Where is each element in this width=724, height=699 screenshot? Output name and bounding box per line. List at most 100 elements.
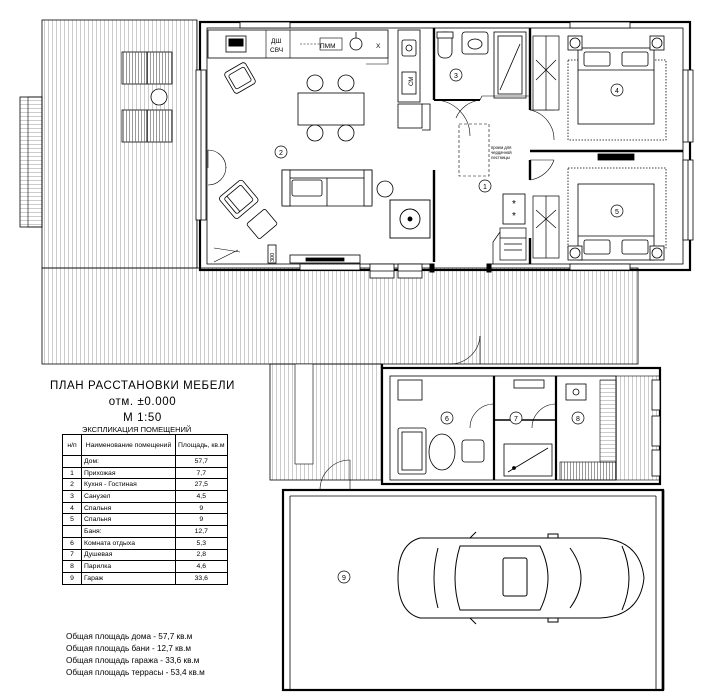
table-header-row: н/п Наименование помещений Площадь, кв.м	[62, 434, 228, 456]
table-cell: 9	[175, 513, 228, 527]
tv-cabinet	[267, 244, 361, 264]
table-cell: 5,3	[175, 536, 228, 550]
column-header: Наименование помещений	[81, 434, 176, 456]
car	[397, 531, 645, 625]
garage-walls	[281, 488, 665, 692]
door-swing	[433, 99, 555, 181]
svg-text:6: 6	[445, 416, 449, 423]
wardrobe	[492, 227, 527, 264]
door-swing	[207, 149, 227, 186]
sun-lounger	[121, 109, 173, 143]
room-marker: 9	[337, 570, 351, 584]
attic-note-line: лестницы	[491, 155, 510, 160]
table-cell: 4,6	[175, 560, 228, 573]
table-cell: Прихожая	[81, 466, 176, 480]
side-table	[150, 88, 168, 106]
sauna-stove	[565, 383, 587, 401]
cabinet	[369, 103, 431, 279]
room-marker: 8	[571, 411, 585, 425]
table-cell: 9	[175, 501, 228, 515]
room-marker: 5	[610, 204, 624, 218]
plan-level: отм. ±0.000	[108, 396, 177, 408]
table-cell: Парилка	[81, 560, 176, 573]
table-cell: 2,8	[175, 548, 228, 562]
table-cell: Спальня	[81, 513, 176, 527]
dining-table	[297, 74, 365, 142]
svg-text:9: 9	[342, 575, 346, 582]
table-cell: Комната отдыха	[81, 536, 176, 550]
window	[195, 21, 694, 271]
plan-scale: М 1:50	[123, 412, 162, 424]
table-cell: Гараж	[81, 571, 176, 585]
table-cell	[62, 525, 82, 538]
plan-title-block: ПЛАН РАССТАНОВКИ МЕБЕЛИ отм. ±0.000 М 1:…	[40, 378, 245, 426]
washing-machine-label: ПММ	[320, 43, 336, 50]
table-cell: 9	[62, 571, 82, 585]
room-marker: 6	[440, 411, 454, 425]
table-cell: 33,6	[175, 571, 228, 585]
door-swing	[449, 335, 557, 429]
room-marker: 1	[478, 179, 492, 193]
bathroom-fixtures	[397, 29, 530, 103]
table-cell: 5	[62, 513, 82, 527]
door-swing	[319, 459, 351, 491]
total-line: Общая площадь дома - 57,7 кв.м	[66, 632, 193, 641]
table-cell: 8	[62, 560, 82, 573]
svg-text:*: *	[512, 211, 516, 222]
x-mark-label: X	[376, 43, 381, 50]
table-cell: 3	[62, 490, 82, 503]
svg-text:7: 7	[514, 416, 518, 423]
svg-text:8: 8	[576, 416, 580, 423]
dishwasher-label: ДШ	[271, 38, 281, 45]
sauna-bench	[599, 379, 617, 463]
stove-fireplace	[389, 199, 431, 239]
table-cell: 1	[62, 466, 82, 480]
column-header: н/п	[62, 434, 82, 456]
room-marker: 3	[449, 68, 463, 82]
sauna-bench	[559, 461, 617, 481]
sun-lounger	[121, 51, 173, 85]
svg-text:*: *	[512, 199, 516, 210]
attic-note-line: проем для	[491, 145, 511, 150]
table-cell: 7,7	[175, 466, 228, 480]
armchair	[224, 62, 256, 94]
plan-title: ПЛАН РАССТАНОВКИ МЕБЕЛИ	[49, 380, 235, 392]
explication-table: н/п Наименование помещений Площадь, кв.м…	[62, 434, 228, 585]
table-cell: 27,5	[175, 478, 228, 492]
room-marker: 4	[610, 83, 624, 97]
svg-text:3: 3	[454, 73, 458, 80]
attic-note-line: чердачной	[491, 150, 512, 155]
washer-label: СМ	[409, 77, 415, 86]
table-cell: 4	[62, 501, 82, 515]
attic-opening	[458, 123, 490, 177]
explication-title: ЭКСПЛИКАЦИЯ ПОМЕЩЕНИЙ	[82, 425, 192, 434]
table-cell: Душевая	[81, 548, 176, 562]
total-line: Общая площадь бани - 12,7 кв.м	[66, 644, 191, 653]
table-cell: 2	[62, 478, 82, 492]
total-line: Общая площадь гаража - 33,6 кв.м	[66, 656, 200, 665]
wardrobe	[532, 35, 560, 259]
table-cell: Баня:	[81, 525, 176, 538]
table-row: Баня:12,7	[62, 525, 228, 538]
table-row: Дом:57,7	[62, 455, 228, 468]
lounge-furniture	[397, 379, 485, 475]
svg-text:5: 5	[615, 209, 619, 216]
table-cell: 6	[62, 536, 82, 550]
table-cell: Санузел	[81, 490, 176, 503]
total-line: Общая площадь террасы - 53,4 кв.м	[66, 668, 205, 677]
svg-text:1: 1	[483, 184, 487, 191]
table-cell	[62, 455, 82, 468]
recliner-chair	[219, 179, 278, 239]
column-header: Площадь, кв.м	[175, 434, 228, 456]
window	[651, 379, 661, 477]
